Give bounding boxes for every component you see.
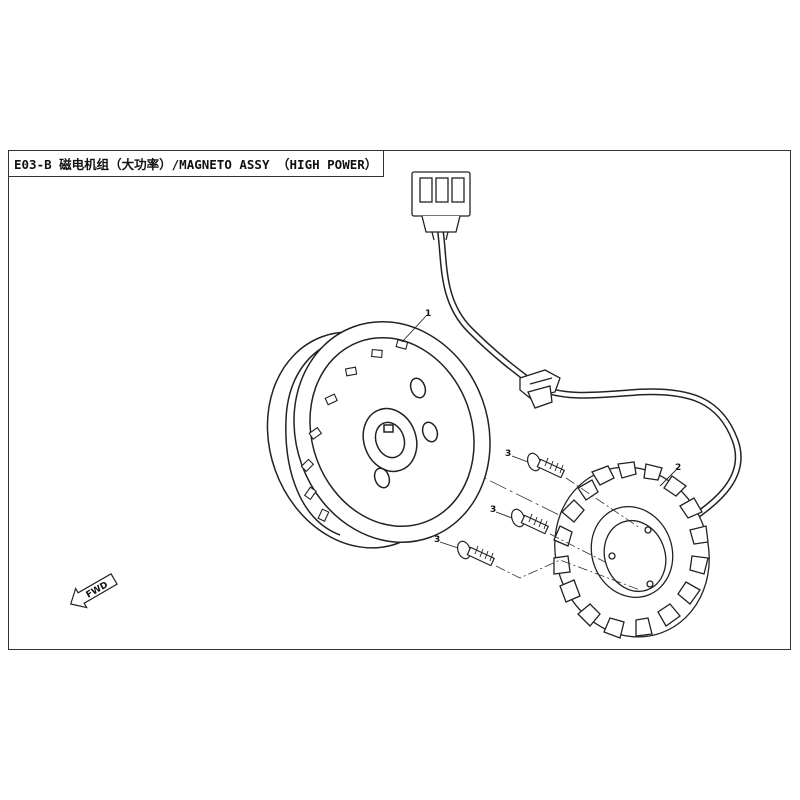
bolt-upper (526, 452, 566, 479)
flywheel-rotor (266, 321, 491, 549)
diagram-frame (8, 150, 791, 650)
stator-coil (553, 461, 710, 639)
bolt-alignment-lines (495, 477, 641, 591)
fwd-direction-arrow-icon: FWD (69, 572, 118, 609)
callout-2-stator: 2 (675, 463, 681, 473)
diagram-title: E03-B 磁电机组（大功率）/MAGNETO ASSY （HIGH POWER… (8, 150, 384, 177)
callout-3-bolt-lower: 3 (434, 535, 440, 545)
callout-1-flywheel: 1 (425, 309, 431, 319)
magnet-pole-tabs (300, 339, 409, 522)
leader-lines (401, 315, 677, 549)
stator-pole-fins (553, 461, 709, 639)
bolt-middle (510, 508, 550, 535)
wiring-harness (436, 227, 742, 523)
harness-clamp (519, 369, 561, 409)
bolt-lower (456, 540, 496, 567)
wire-connector (411, 171, 471, 241)
callout-3-bolt-upper: 3 (505, 449, 511, 459)
callout-3-bolt-middle: 3 (490, 505, 496, 515)
